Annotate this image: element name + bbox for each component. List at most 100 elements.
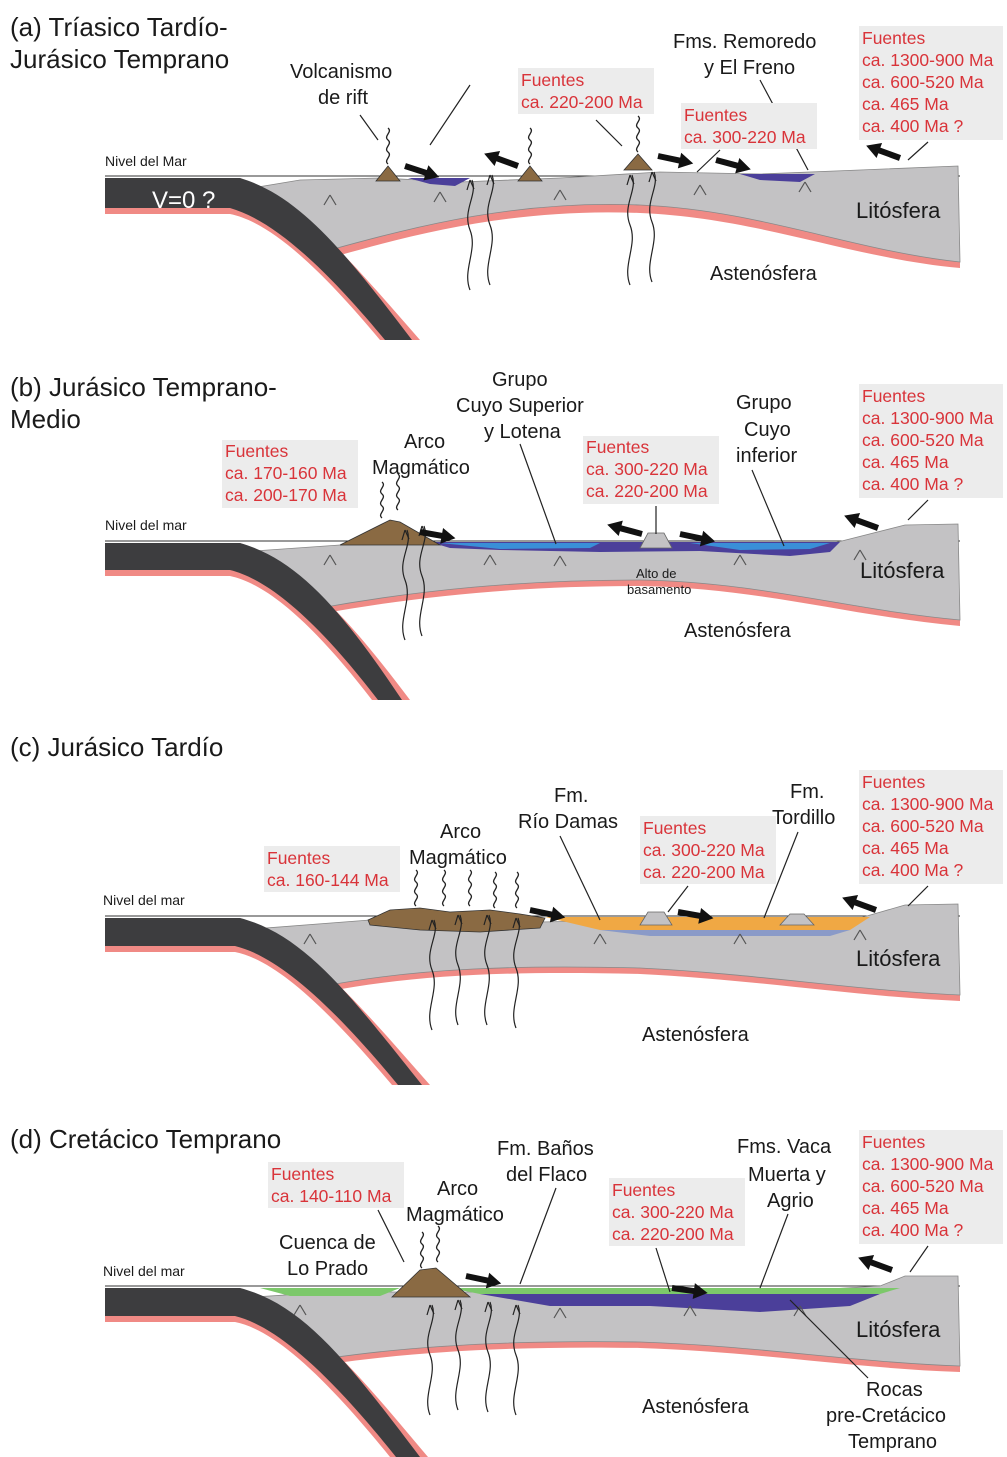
- panel-d-smoke-2: [437, 1226, 440, 1262]
- panel-b-flow-arrow-4: [841, 508, 880, 535]
- panel-b-basement-high: [640, 533, 672, 548]
- panel-a-smoke-3: [637, 116, 640, 152]
- panel-d-source-2-line1: Fuentes: [612, 1180, 675, 1200]
- panel-c-asthenosphere-label: Astenósfera: [642, 1024, 750, 1046]
- panel-c-source-3-line1: Fuentes: [862, 772, 925, 792]
- panel-c: (c) Jurásico Tardío Nivel del mar: [10, 732, 1003, 1085]
- panel-d-flow-arrow-3: [855, 1250, 894, 1277]
- panel-a-smoke-1: [387, 128, 390, 164]
- panel-d-source-3-line2: ca. 1300-900 Ma: [862, 1154, 994, 1174]
- panel-a-source-3-line4: ca. 465 Ma: [862, 94, 949, 114]
- panel-b-source-3-line3: ca. 600-520 Ma: [862, 430, 984, 450]
- panel-a-smoke-2: [529, 128, 532, 164]
- panel-d-source-1-pointer: [378, 1210, 404, 1262]
- panel-b-lower-label-3: inferior: [736, 445, 797, 467]
- panel-c-smoke-3: [469, 870, 472, 906]
- panel-c-smoke-1: [415, 870, 418, 906]
- panel-b-source-1-line3: ca. 200-170 Ma: [225, 485, 347, 505]
- panel-a-formation-label-1: Fms. Remoredo: [673, 31, 816, 53]
- panel-c-damas-label-1: Fm.: [554, 785, 588, 807]
- panel-c-source-2-line3: ca. 220-200 Ma: [643, 862, 765, 882]
- panel-d-source-1-line2: ca. 140-110 Ma: [271, 1186, 392, 1206]
- panel-a-v0-label: V=0 ?: [152, 187, 215, 214]
- panel-b-lithosphere-label: Litósfera: [860, 558, 945, 583]
- panel-d-source-2-pointer: [656, 1248, 670, 1292]
- panel-a-rift-label-1: Volcanismo: [290, 61, 392, 83]
- panel-d-source-2-line3: ca. 220-200 Ma: [612, 1224, 734, 1244]
- panel-a-volcano-3: [624, 154, 652, 170]
- panel-c-source-3-line4: ca. 465 Ma: [862, 838, 949, 858]
- panel-c-smoke-5: [516, 872, 519, 908]
- panel-b-source-3-line1: Fuentes: [862, 386, 925, 406]
- panel-b-source-2-line2: ca. 300-220 Ma: [586, 459, 708, 479]
- panel-a-rift-pointer-1: [360, 115, 378, 140]
- panel-a-source-3-line2: ca. 1300-900 Ma: [862, 50, 994, 70]
- panel-a-source-3-line3: ca. 600-520 Ma: [862, 72, 984, 92]
- panel-b-source-3-line4: ca. 465 Ma: [862, 452, 949, 472]
- panel-c-source-3-pointer: [908, 886, 928, 906]
- panel-a-asthenosphere-label: Astenósfera: [710, 263, 818, 285]
- panel-c-source-3-line5: ca. 400 Ma ?: [862, 860, 963, 880]
- panel-c-damas-pointer: [560, 836, 600, 920]
- panel-d-asthenosphere-label: Astenósfera: [642, 1396, 750, 1418]
- panel-d-flow-arrow-1: [464, 1268, 503, 1291]
- panel-a-source-1-line2: ca. 220-200 Ma: [521, 92, 643, 112]
- panel-a-source-3-line5: ca. 400 Ma ?: [862, 116, 963, 136]
- panel-b-title-line2: Medio: [10, 404, 81, 434]
- panel-d-vaca-label-2: Muerta y: [748, 1164, 826, 1186]
- panel-a-sea-level-label: Nivel del Mar: [105, 153, 187, 169]
- panel-b-upper-label-1: Grupo: [492, 369, 548, 391]
- panel-d: (d) Cretácico Temprano Nivel del mar Fue…: [10, 1124, 1003, 1457]
- panel-c-source-3-line3: ca. 600-520 Ma: [862, 816, 984, 836]
- panel-c-damas-label-2: Río Damas: [518, 811, 618, 833]
- panel-b-lower-label-1: Grupo: [736, 392, 792, 414]
- panel-c-source-3-line2: ca. 1300-900 Ma: [862, 794, 994, 814]
- panel-d-source-3-line4: ca. 465 Ma: [862, 1198, 949, 1218]
- panel-a-source-1-pointer: [596, 120, 622, 146]
- panel-d-loprado-label-1: Cuenca de: [279, 1232, 376, 1254]
- panel-d-title: (d) Cretácico Temprano: [10, 1124, 281, 1154]
- panel-d-source-2-line2: ca. 300-220 Ma: [612, 1202, 734, 1222]
- panel-b-source-3-line2: ca. 1300-900 Ma: [862, 408, 994, 428]
- panel-d-banos-pointer: [520, 1188, 556, 1284]
- panel-b-smoke-2: [397, 474, 400, 510]
- panel-c-source-1-line1: Fuentes: [267, 848, 330, 868]
- panel-b-source-3-pointer: [908, 500, 928, 520]
- panel-c-source-1-line2: ca. 160-144 Ma: [267, 870, 389, 890]
- panel-a-rift-pointer-2: [430, 85, 470, 145]
- panel-c-source-2-line1: Fuentes: [643, 818, 706, 838]
- panel-b-arc-label-1: Arco: [404, 431, 445, 453]
- panel-a-flow-arrow-3: [656, 148, 695, 171]
- panel-c-arc-label-2: Magmático: [409, 847, 507, 869]
- panel-d-source-3-pointer: [910, 1246, 928, 1272]
- panel-b-source-2-line1: Fuentes: [586, 437, 649, 457]
- panel-a-source-2-line1: Fuentes: [684, 105, 747, 125]
- panel-c-basement-high-1: [640, 912, 672, 925]
- panel-c-source-2-line2: ca. 300-220 Ma: [643, 840, 765, 860]
- panel-b-arc-label-2: Magmático: [372, 457, 470, 479]
- panel-a-title-line2: Jurásico Temprano: [10, 44, 229, 74]
- panel-b-upper-pointer: [520, 444, 556, 544]
- panel-c-tordillo-label-2: Tordillo: [772, 807, 835, 829]
- panel-b-source-3-line5: ca. 400 Ma ?: [862, 474, 963, 494]
- panel-b-lower-label-2: Cuyo: [744, 419, 791, 441]
- panel-b-flow-arrow-2: [605, 517, 644, 542]
- panel-b-basement-label-2: basamento: [627, 582, 691, 597]
- panel-a-lithosphere-label: Litósfera: [856, 198, 941, 223]
- panel-a-source-3-pointer: [908, 142, 928, 160]
- panel-c-smoke-4: [494, 872, 497, 908]
- panel-d-source-1-line1: Fuentes: [271, 1164, 334, 1184]
- panel-d-lithosphere-label: Litósfera: [856, 1317, 941, 1342]
- panel-a-flow-arrow-2: [481, 146, 520, 173]
- panel-d-pre-label-2: pre-Cretácico: [826, 1405, 946, 1427]
- panel-d-smoke-1: [421, 1232, 424, 1268]
- panel-c-flow-arrow-3: [839, 890, 878, 917]
- panel-d-pre-label-3: Temprano: [848, 1431, 937, 1453]
- panel-b-sea-level-label: Nivel del mar: [105, 517, 187, 533]
- panel-b-basement-label-1: Alto de: [636, 566, 676, 581]
- panel-a-rift-label-2: de rift: [318, 87, 368, 109]
- panel-a-volcano-2: [518, 166, 542, 181]
- panel-a-source-1-line1: Fuentes: [521, 70, 584, 90]
- panel-d-pre-label-1: Rocas: [866, 1379, 923, 1401]
